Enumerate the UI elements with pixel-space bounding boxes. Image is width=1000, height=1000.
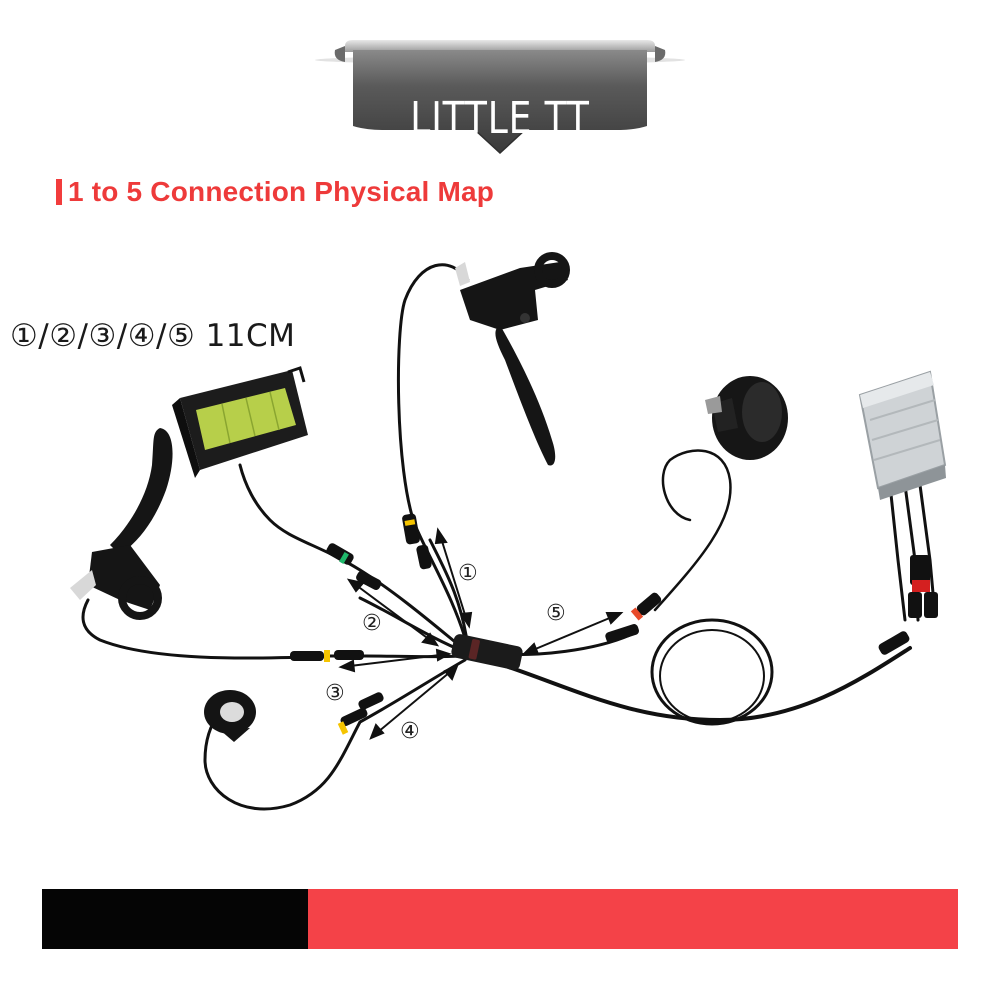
thumb-throttle (204, 690, 256, 742)
cable-brake-left (81, 598, 464, 660)
cable-connectors (290, 513, 938, 735)
headlight (705, 376, 788, 460)
brake-lever-right (455, 252, 570, 466)
brand-name: LITTLE TT (410, 93, 590, 144)
cable-to-controller (468, 646, 912, 723)
title-marker (56, 179, 62, 205)
cable-brake-right (396, 263, 470, 650)
arrow-4 (369, 664, 459, 740)
arrow-1 (434, 527, 473, 629)
label-connection-5: ⑤ (546, 601, 566, 626)
brake-lever-left (70, 428, 173, 620)
splitter-hub (451, 634, 523, 670)
label-connection-4: ④ (400, 719, 420, 744)
cable-coil (650, 618, 774, 726)
banner-ribbon-shape (315, 40, 685, 155)
footer-bar-red (308, 889, 958, 949)
controller-box (858, 370, 947, 500)
brand-banner: LITTLE TT (305, 38, 695, 163)
footer-bar-black (42, 889, 308, 949)
label-connection-3: ③ (325, 681, 345, 706)
arrow-2 (346, 578, 440, 647)
cable-throttle (203, 658, 467, 811)
page-title: 1 to 5 Connection Physical Map (56, 172, 494, 212)
label-connection-2: ② (362, 611, 382, 636)
title-text: 1 to 5 Connection Physical Map (68, 176, 495, 207)
cable-display (238, 463, 467, 652)
cable-coil-inner (659, 629, 765, 723)
lcd-display (172, 366, 308, 478)
arrow-5 (521, 612, 624, 655)
cable-length-label: ①/②/③/④/⑤ 11CM (10, 318, 296, 354)
arrow-3 (338, 648, 452, 673)
label-connection-1: ① (458, 561, 478, 586)
